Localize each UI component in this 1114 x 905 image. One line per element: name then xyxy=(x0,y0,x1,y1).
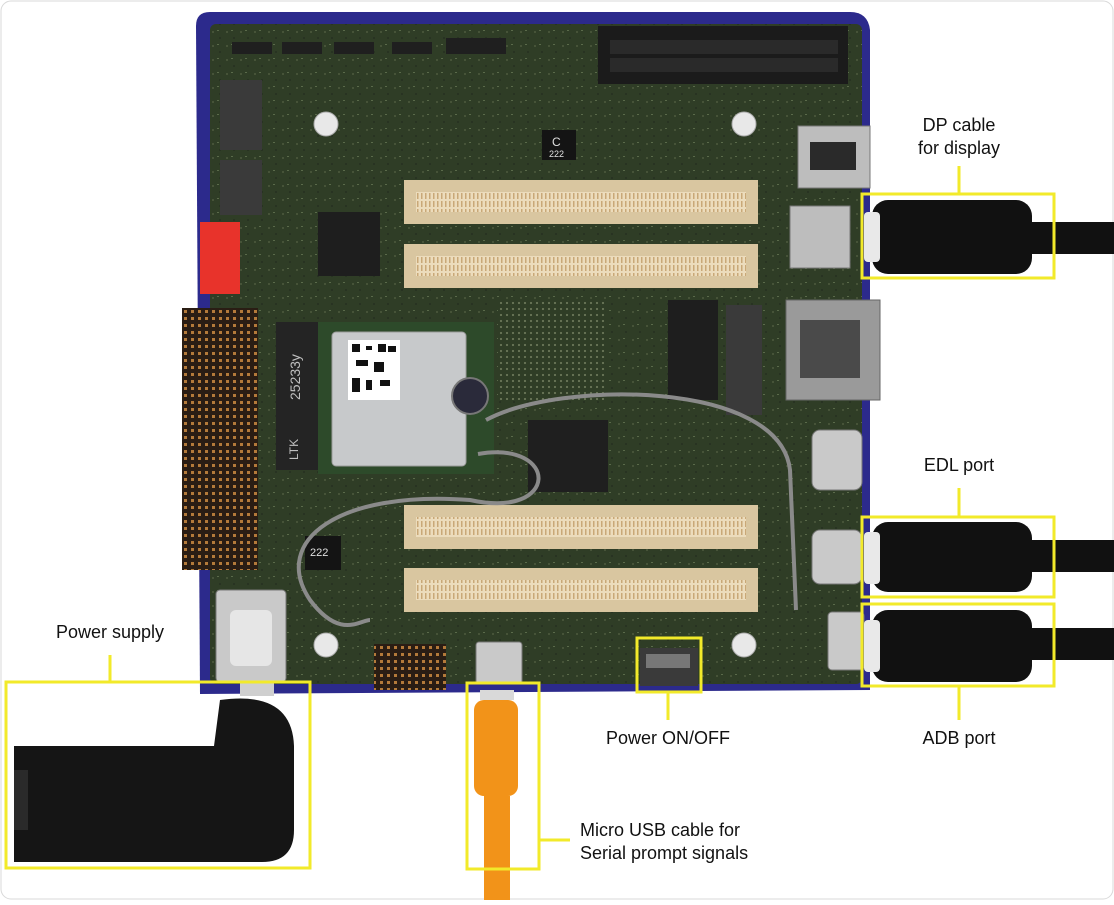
power-onoff-label: Power ON/OFF xyxy=(605,728,730,748)
chip-c-label: C xyxy=(552,135,561,149)
top-connectors xyxy=(232,38,506,54)
standoffs xyxy=(313,111,757,658)
dp-cable-text: DP cable for display xyxy=(917,115,1001,158)
module-card xyxy=(276,322,324,470)
red-switch xyxy=(200,222,240,294)
module-model-label: 25233y xyxy=(287,354,303,400)
dp-cable xyxy=(864,200,1114,274)
pcie-connector xyxy=(598,26,848,84)
micro-usb-label: Micro USB cable for Serial prompt signal… xyxy=(580,819,748,865)
dip-switch-2 xyxy=(220,160,262,215)
micro-usb-port xyxy=(475,641,523,685)
power-supply-label: Power supply xyxy=(55,622,165,642)
edl-cable xyxy=(864,522,1114,592)
right-ports xyxy=(785,125,881,671)
antenna-cable-2 xyxy=(296,450,541,627)
capacitor xyxy=(451,377,489,415)
edl-port-label: EDL port xyxy=(923,455,995,475)
adb-cable xyxy=(864,610,1114,682)
ftdi-chip xyxy=(318,212,380,276)
power-cable xyxy=(14,680,294,862)
dip-switch-1 xyxy=(220,80,262,150)
bottom-header xyxy=(374,644,446,690)
module-brand-label: LTK xyxy=(287,439,301,460)
dimm-slots xyxy=(404,180,758,612)
power-supply-highlight xyxy=(4,680,312,870)
antenna-cable xyxy=(485,392,798,611)
chip-c222-left xyxy=(305,536,341,570)
micro-usb-cable xyxy=(474,690,518,900)
dp-cable-label: DP cable for display xyxy=(904,114,1014,160)
chip-code-label-2: 222 xyxy=(310,547,328,559)
micro-usb-text: Micro USB cable for Serial prompt signal… xyxy=(580,820,749,863)
chip-code-label: 222 xyxy=(549,149,564,159)
soc-chip xyxy=(528,420,608,492)
micro-usb-highlight xyxy=(465,681,541,871)
bga-area xyxy=(498,300,606,400)
adb-port-label: ADB port xyxy=(922,728,996,748)
gpio-header xyxy=(182,308,258,570)
chip-c222-top xyxy=(542,130,576,160)
leader-lines xyxy=(108,166,961,842)
